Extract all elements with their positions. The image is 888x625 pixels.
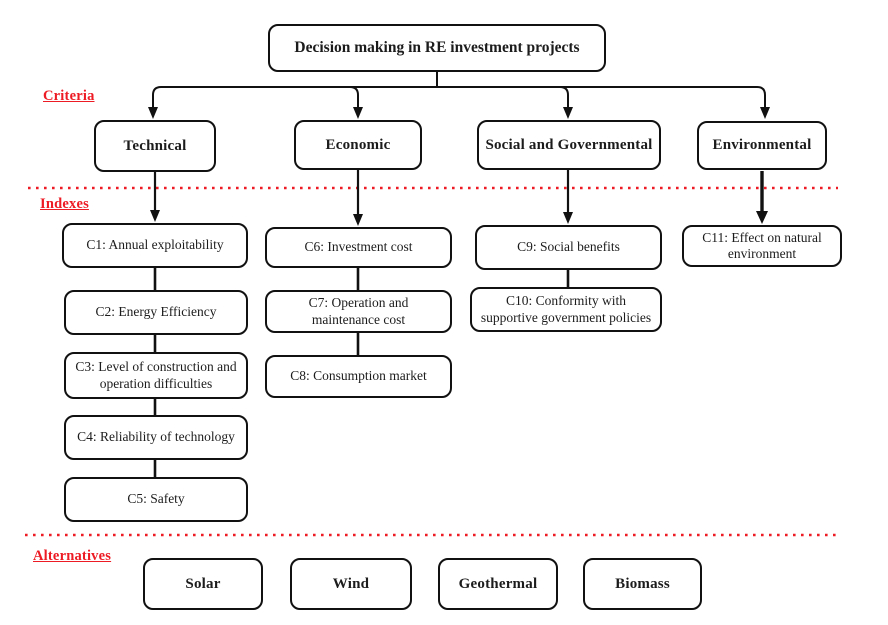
index-node-c8: C8: Consumption market [265,355,452,398]
alternative-node-wind: Wind [290,558,412,610]
index-node-c7: C7: Operation and maintenance cost [265,290,452,333]
criteria-node-technical: Technical [94,120,216,172]
index-node-c1: C1: Annual exploitability [62,223,248,268]
index-node-c11: C11: Effect on natural environment [682,225,842,267]
criteria-arrowheads [148,107,770,119]
index-node-c3: C3: Level of construction and operation … [64,352,248,399]
index-chain-connectors [153,268,570,478]
root-to-criteria-connector [152,72,766,110]
criteria-to-index-connectors [153,170,764,216]
alternative-node-geothermal: Geothermal [438,558,558,610]
alternative-node-biomass: Biomass [583,558,702,610]
indexes-section-label: Indexes [40,196,89,212]
alternative-node-solar: Solar [143,558,263,610]
alternatives-section-label: Alternatives [33,548,112,564]
index-node-c2: C2: Energy Efficiency [64,290,248,335]
index-arrowheads [150,210,768,226]
index-node-c9: C9: Social benefits [475,225,662,270]
index-node-c5: C5: Safety [64,477,248,522]
index-node-c4: C4: Reliability of technology [64,415,248,460]
criteria-node-environmental: Environmental [697,121,827,170]
criteria-node-economic: Economic [294,120,422,170]
index-node-c6: C6: Investment cost [265,227,452,268]
root-node: Decision making in RE investment project… [268,24,606,72]
criteria-node-social-governmental: Social and Governmental [477,120,661,170]
index-node-c10: C10: Conformity with supportive governme… [470,287,662,332]
criteria-section-label: Criteria [43,88,95,104]
